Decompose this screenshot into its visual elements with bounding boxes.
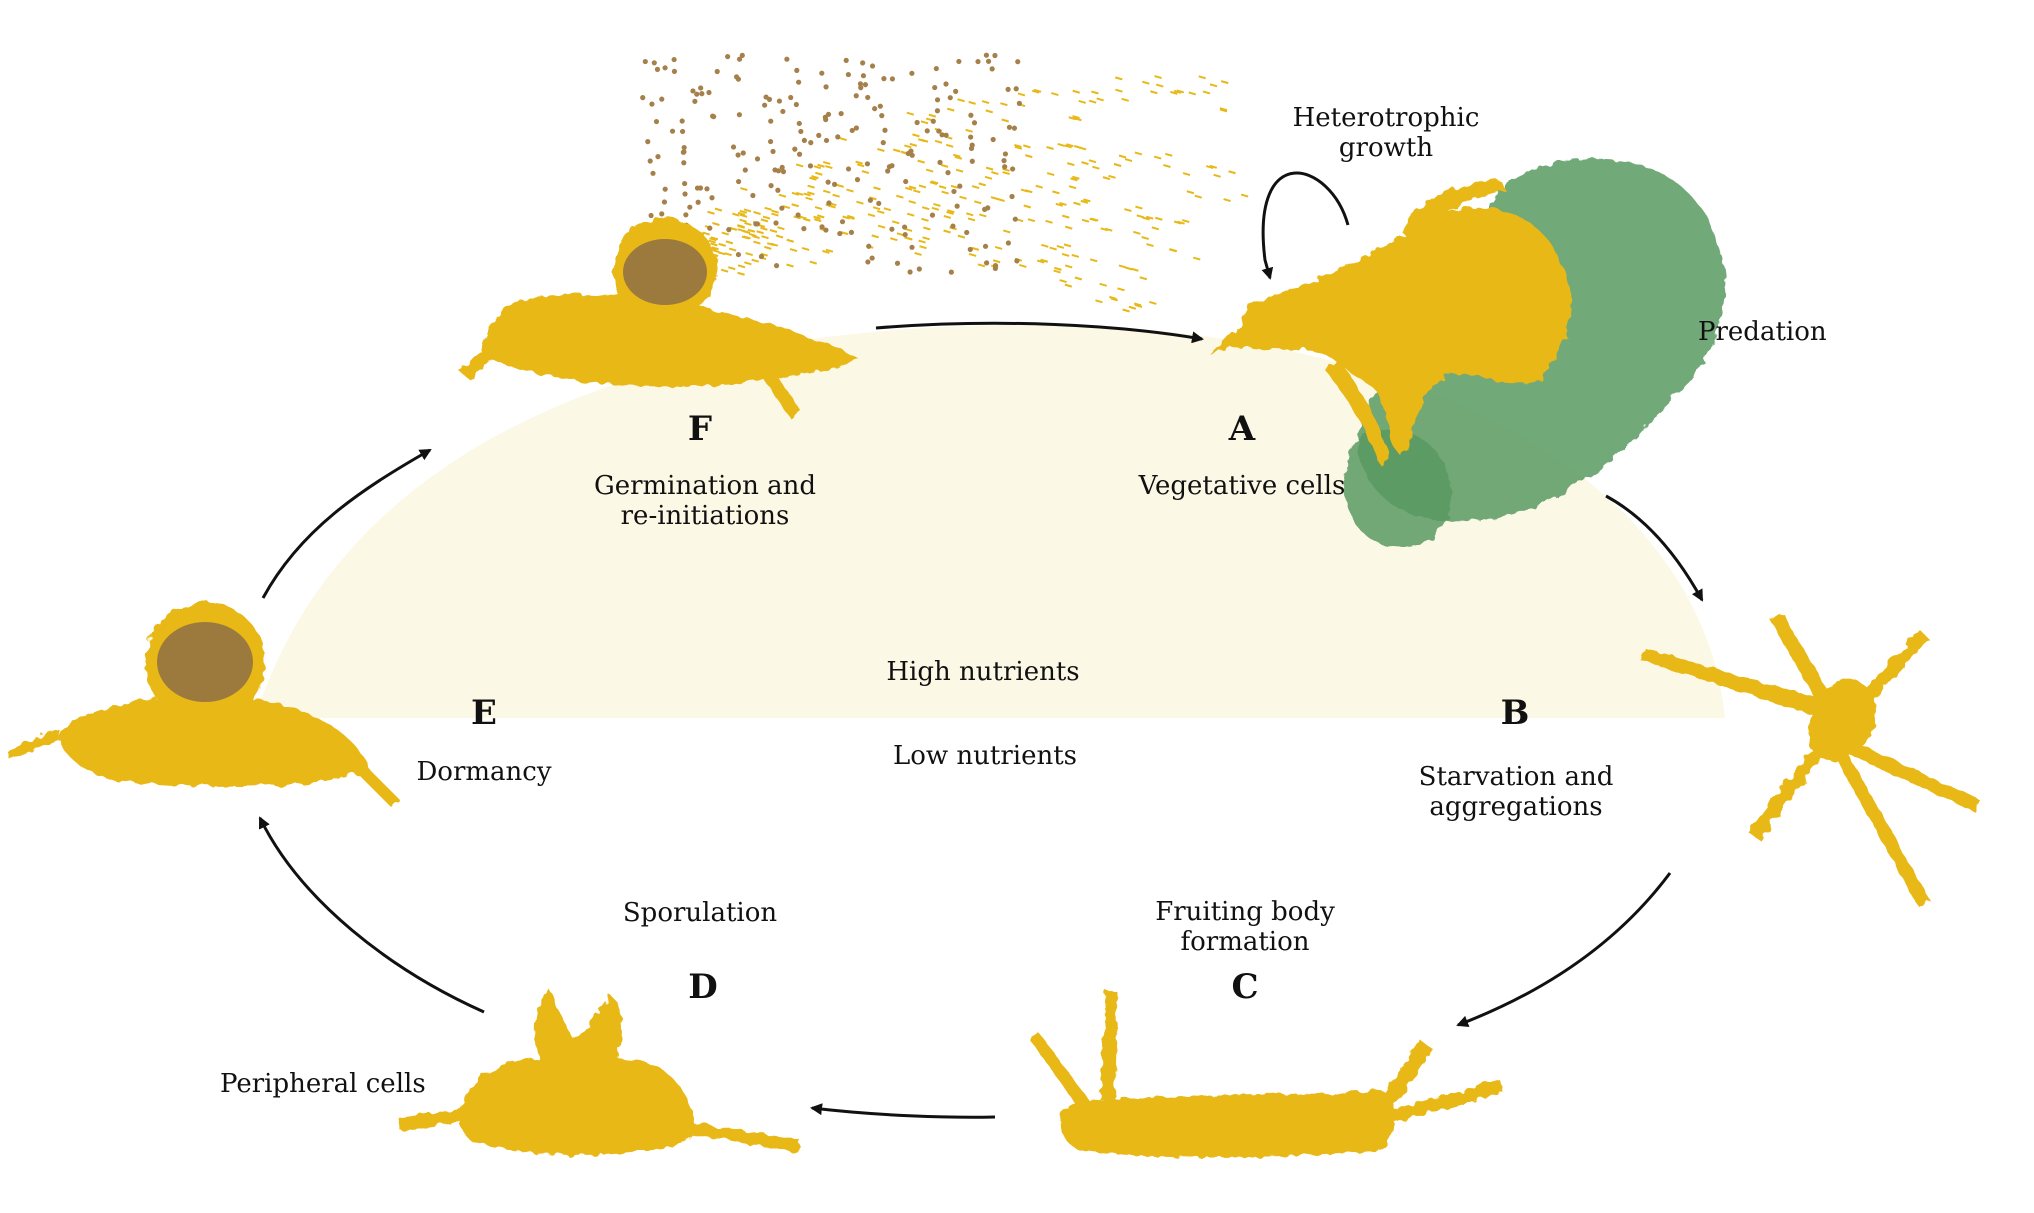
arrow-d-to-e [258, 816, 485, 1014]
stage-f-name-line1: Germination and [594, 471, 816, 501]
arrow-b-to-c [1456, 872, 1672, 1028]
stage-letter-b: B [1501, 693, 1530, 733]
stage-b-name-line1: Starvation and [1419, 762, 1614, 792]
stage-c-name-line2: formation [1180, 927, 1309, 957]
cycle-arrows [258, 171, 1704, 1119]
spore-core-f [623, 239, 707, 305]
stage-c-fruiting-body [1030, 990, 1503, 1158]
stage-letter-e: E [471, 693, 497, 733]
spore-core-e [157, 622, 253, 702]
stage-letter-c: C [1231, 967, 1258, 1007]
stage-c-name-line1: Fruiting body [1155, 897, 1335, 927]
arrow-e-to-f [261, 448, 432, 599]
stage-d-sporulation [398, 990, 800, 1155]
arrow-a-to-b [1605, 494, 1704, 602]
predation-label: Predation [1698, 317, 1827, 347]
stage-letter-f: F [688, 409, 712, 449]
spore-spray [638, 52, 1249, 313]
high-nutrient-zone [255, 324, 1725, 718]
peripheral-cells-label: Peripheral cells [220, 1069, 426, 1099]
stage-b-aggregation [1640, 612, 1980, 906]
arrow-c-to-d [810, 1103, 996, 1119]
stage-a-name: Vegetative cells [1138, 471, 1346, 501]
stage-b-name-line2: aggregations [1429, 792, 1602, 822]
heterotrophic-line2: growth [1339, 133, 1433, 163]
stage-letter-d: D [688, 967, 717, 1007]
low-nutrients-label: Low nutrients [893, 741, 1077, 771]
high-nutrients-label: High nutrients [886, 657, 1079, 687]
stage-e-dormancy [6, 602, 400, 808]
arrow-f-to-a [875, 321, 1204, 344]
arrow-heterotrophic-loop [1261, 171, 1350, 280]
stage-d-name: Sporulation [623, 898, 778, 928]
stage-e-name: Dormancy [416, 757, 551, 787]
stage-a-vegetative-cells [1210, 180, 1571, 465]
stage-f-germination [460, 218, 860, 418]
labels: F Germination and re-initiations A Veget… [220, 103, 1827, 1099]
stage-f-name-line2: re-initiations [621, 501, 790, 531]
stage-letter-a: A [1228, 409, 1256, 449]
heterotrophic-line1: Heterotrophic [1293, 103, 1480, 133]
